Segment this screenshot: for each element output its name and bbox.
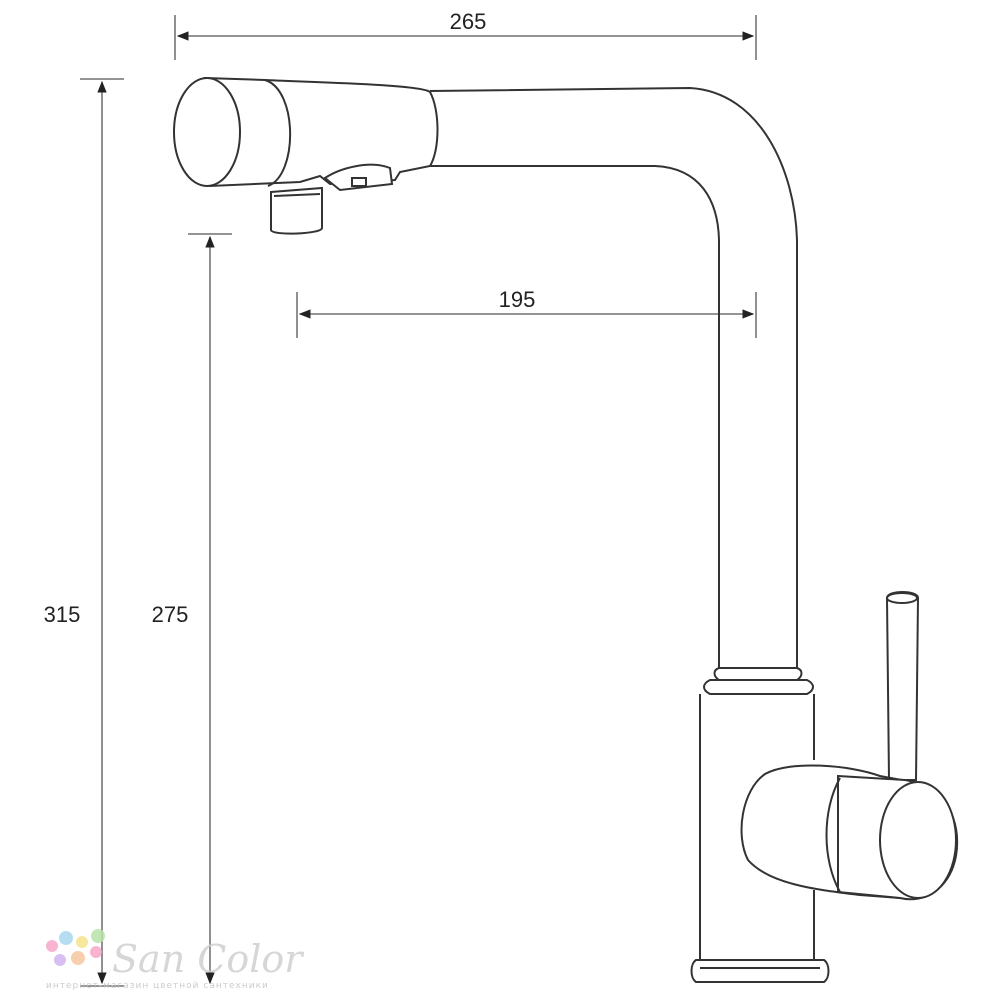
logo-dot xyxy=(54,954,66,966)
watermark-brand: San Color xyxy=(112,937,305,981)
watermark-tagline: интернет-магазин цветной сантехники xyxy=(46,981,269,991)
handle-end-cap xyxy=(879,781,957,899)
spout-outer-edge xyxy=(429,86,798,670)
logo-dot xyxy=(91,929,105,943)
head-ring xyxy=(264,79,292,187)
faucet-spout xyxy=(429,86,798,670)
faucet-body xyxy=(690,667,830,983)
riser-collar xyxy=(703,679,814,695)
dimension-spout-height: 275 xyxy=(152,233,232,985)
logo-dot xyxy=(46,940,58,952)
head-outlet xyxy=(270,186,323,235)
logo-dot xyxy=(59,931,73,945)
spout-inner-edge xyxy=(430,165,720,670)
dimension-overall-width: 265 xyxy=(174,9,757,60)
faucet-head xyxy=(173,76,439,235)
watermark-logo: San Color интернет-магазин цветной санте… xyxy=(46,929,305,991)
label-spout-reach: 195 xyxy=(499,287,536,312)
dimension-spout-reach: 195 xyxy=(296,287,757,338)
handle-lever-rod xyxy=(885,591,920,781)
logo-dot xyxy=(76,936,88,948)
handle-lever-top xyxy=(886,592,918,604)
head-outlet-ring xyxy=(273,193,321,197)
riser-collar-top xyxy=(713,667,803,681)
head-lever-slot xyxy=(351,177,367,187)
logo-dot xyxy=(90,946,102,958)
dimension-overall-height: 315 xyxy=(44,78,124,987)
handle-ring xyxy=(825,777,841,893)
label-overall-height: 315 xyxy=(44,602,81,627)
logo-dot xyxy=(71,951,85,965)
faucet-handle xyxy=(740,591,959,901)
head-body xyxy=(203,76,439,188)
faucet-base xyxy=(690,959,830,983)
label-overall-width: 265 xyxy=(450,9,487,34)
label-spout-height: 275 xyxy=(152,602,189,627)
head-front-cap xyxy=(173,77,241,187)
logo-dots-icon xyxy=(46,929,105,966)
